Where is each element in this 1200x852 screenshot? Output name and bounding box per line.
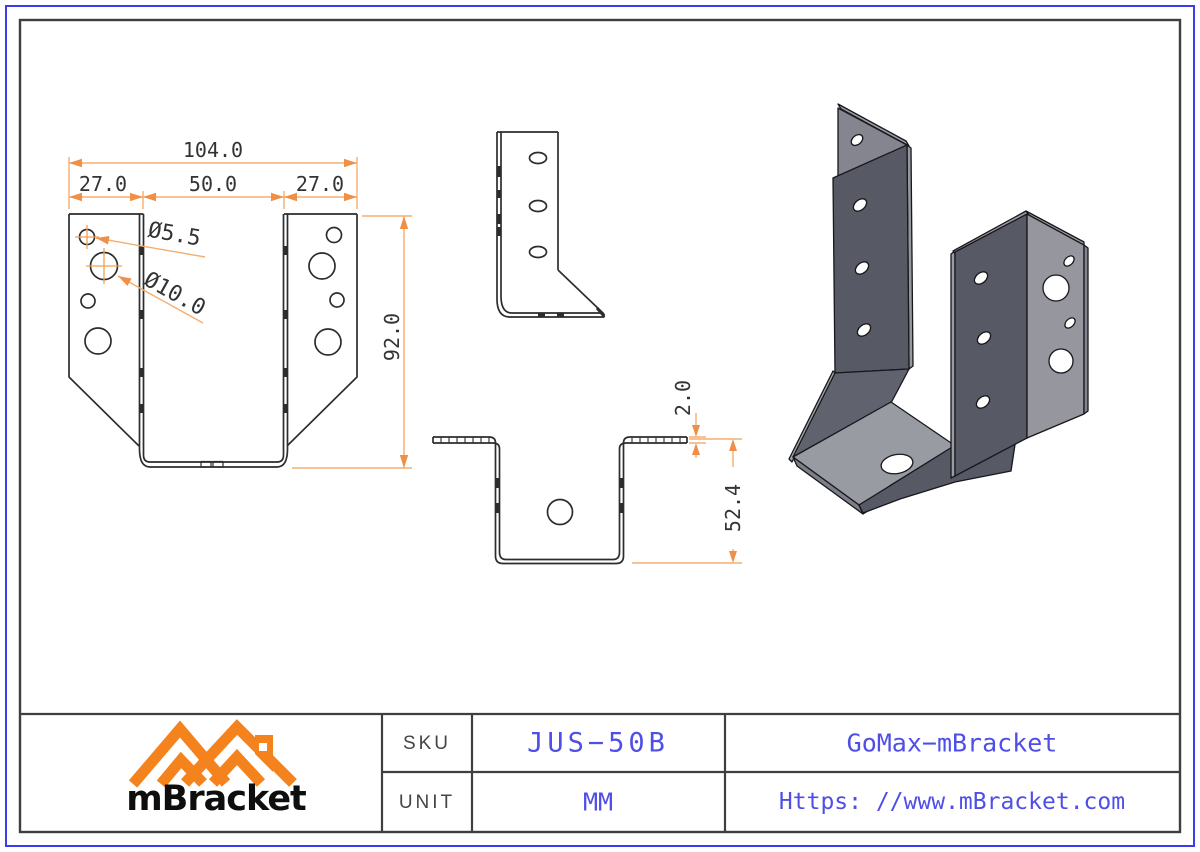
outer-border xyxy=(5,5,1195,847)
bottom-view: 2.0 52.4 xyxy=(432,380,745,565)
title-block-grid xyxy=(20,712,1180,832)
unit-label: UNIT xyxy=(398,792,456,813)
dim-thickness-text: 2.0 xyxy=(671,380,695,416)
flange-hatch xyxy=(440,437,681,443)
website-value: Https: //www.mBracket.com xyxy=(778,789,1126,815)
brand-value: GoMax−mBracket xyxy=(846,728,1058,758)
front-view: 104.0 27.0 50.0 27.0 92.0 Ø5.5 Ø10.0 xyxy=(68,138,412,469)
front-dim-arrows xyxy=(69,158,409,468)
unit-value: MM xyxy=(582,787,614,817)
sku-value: JUS−50B xyxy=(527,727,669,759)
inner-border xyxy=(18,18,1182,834)
dim-small-hole-text: Ø5.5 xyxy=(146,218,203,252)
dim-large-hole-text: Ø10.0 xyxy=(140,267,210,321)
iso-view xyxy=(788,103,1089,515)
bottom-dim-arrows xyxy=(692,425,737,563)
dim-total-width-text: 104.0 xyxy=(183,138,243,162)
sku-label: SKU xyxy=(402,733,452,754)
seam-ticks xyxy=(139,246,288,413)
dim-depth-text: 52.4 xyxy=(721,484,745,532)
mbracket-logo-icon xyxy=(128,719,297,788)
side-view xyxy=(496,131,606,318)
dim-right-flange-text: 27.0 xyxy=(296,172,344,196)
mbracket-logo-text: mBracket xyxy=(126,779,307,819)
bottom-dim-lines xyxy=(632,413,742,564)
hole-crosshairs xyxy=(75,225,122,284)
dim-left-flange-text: 27.0 xyxy=(79,172,127,196)
dim-opening-text: 50.0 xyxy=(189,172,237,196)
front-dim-lines xyxy=(68,157,412,469)
dim-height-text: 92.0 xyxy=(380,313,404,361)
